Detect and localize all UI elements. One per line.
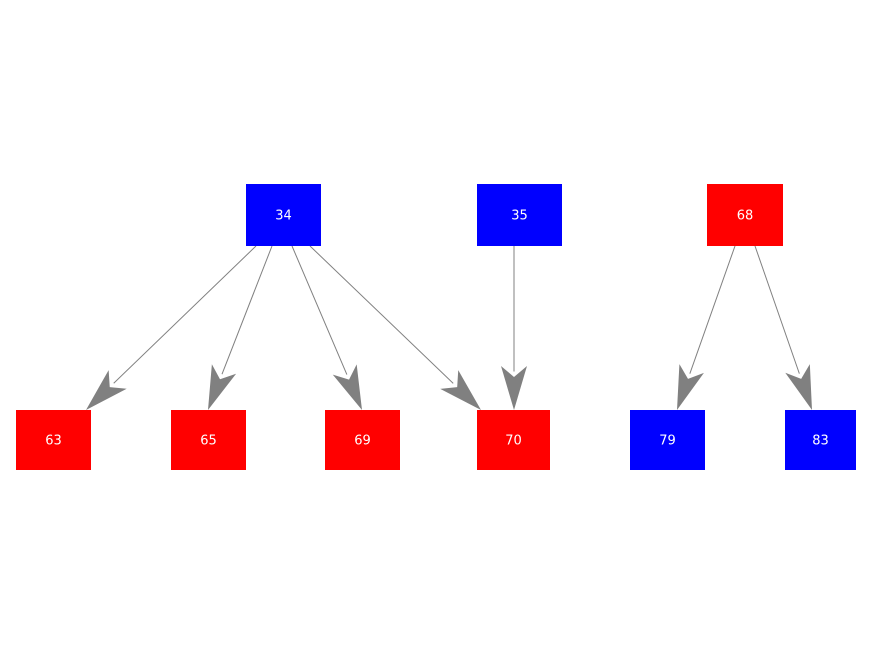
arrowhead-icon (501, 366, 527, 410)
node-label: 34 (275, 209, 292, 224)
graph-node-35[interactable]: 35 (477, 184, 562, 246)
node-rect[interactable] (785, 410, 856, 470)
arrowhead-icon (440, 370, 481, 410)
edge-line (113, 245, 257, 384)
node-rect[interactable] (477, 184, 562, 246)
graph-node-68[interactable]: 68 (707, 184, 783, 246)
edge-line (754, 245, 800, 374)
node-label: 70 (505, 434, 522, 449)
node-rect[interactable] (246, 184, 321, 246)
edge-line (221, 245, 273, 375)
node-label: 65 (200, 434, 217, 449)
node-rect[interactable] (707, 184, 783, 246)
node-rect[interactable] (325, 410, 400, 470)
node-rect[interactable] (171, 410, 246, 470)
edge-34-to-70 (309, 245, 481, 410)
graph-node-65[interactable]: 65 (171, 410, 246, 470)
edge-34-to-65 (208, 245, 273, 410)
edge-35-to-70 (501, 246, 527, 410)
graph-node-79[interactable]: 79 (630, 410, 705, 470)
edge-line (291, 245, 348, 375)
arrowhead-icon (785, 364, 812, 410)
node-label: 35 (511, 209, 528, 224)
node-rect[interactable] (16, 410, 91, 470)
arrowhead-icon (208, 364, 237, 410)
arrowhead-icon (677, 364, 704, 410)
graph-node-83[interactable]: 83 (785, 410, 856, 470)
edge-68-to-83 (754, 245, 812, 410)
graph-node-34[interactable]: 34 (246, 184, 321, 246)
node-label: 79 (659, 434, 676, 449)
node-layer: 34 35 68 63 65 69 70 79 83 (16, 184, 856, 470)
node-label: 63 (45, 434, 62, 449)
edge-line (309, 245, 454, 384)
graph-node-69[interactable]: 69 (325, 410, 400, 470)
node-label: 69 (354, 434, 371, 449)
arrowhead-icon (332, 364, 362, 410)
edge-line (689, 245, 736, 374)
edge-68-to-79 (677, 245, 736, 410)
node-rect[interactable] (477, 410, 550, 470)
graph-node-70[interactable]: 70 (477, 410, 550, 470)
edge-34-to-63 (86, 245, 257, 410)
edge-layer (86, 245, 812, 410)
arrowhead-icon (86, 370, 127, 410)
node-label: 68 (737, 209, 754, 224)
graph-node-63[interactable]: 63 (16, 410, 91, 470)
edge-34-to-69 (291, 245, 362, 410)
node-rect[interactable] (630, 410, 705, 470)
node-label: 83 (812, 434, 829, 449)
